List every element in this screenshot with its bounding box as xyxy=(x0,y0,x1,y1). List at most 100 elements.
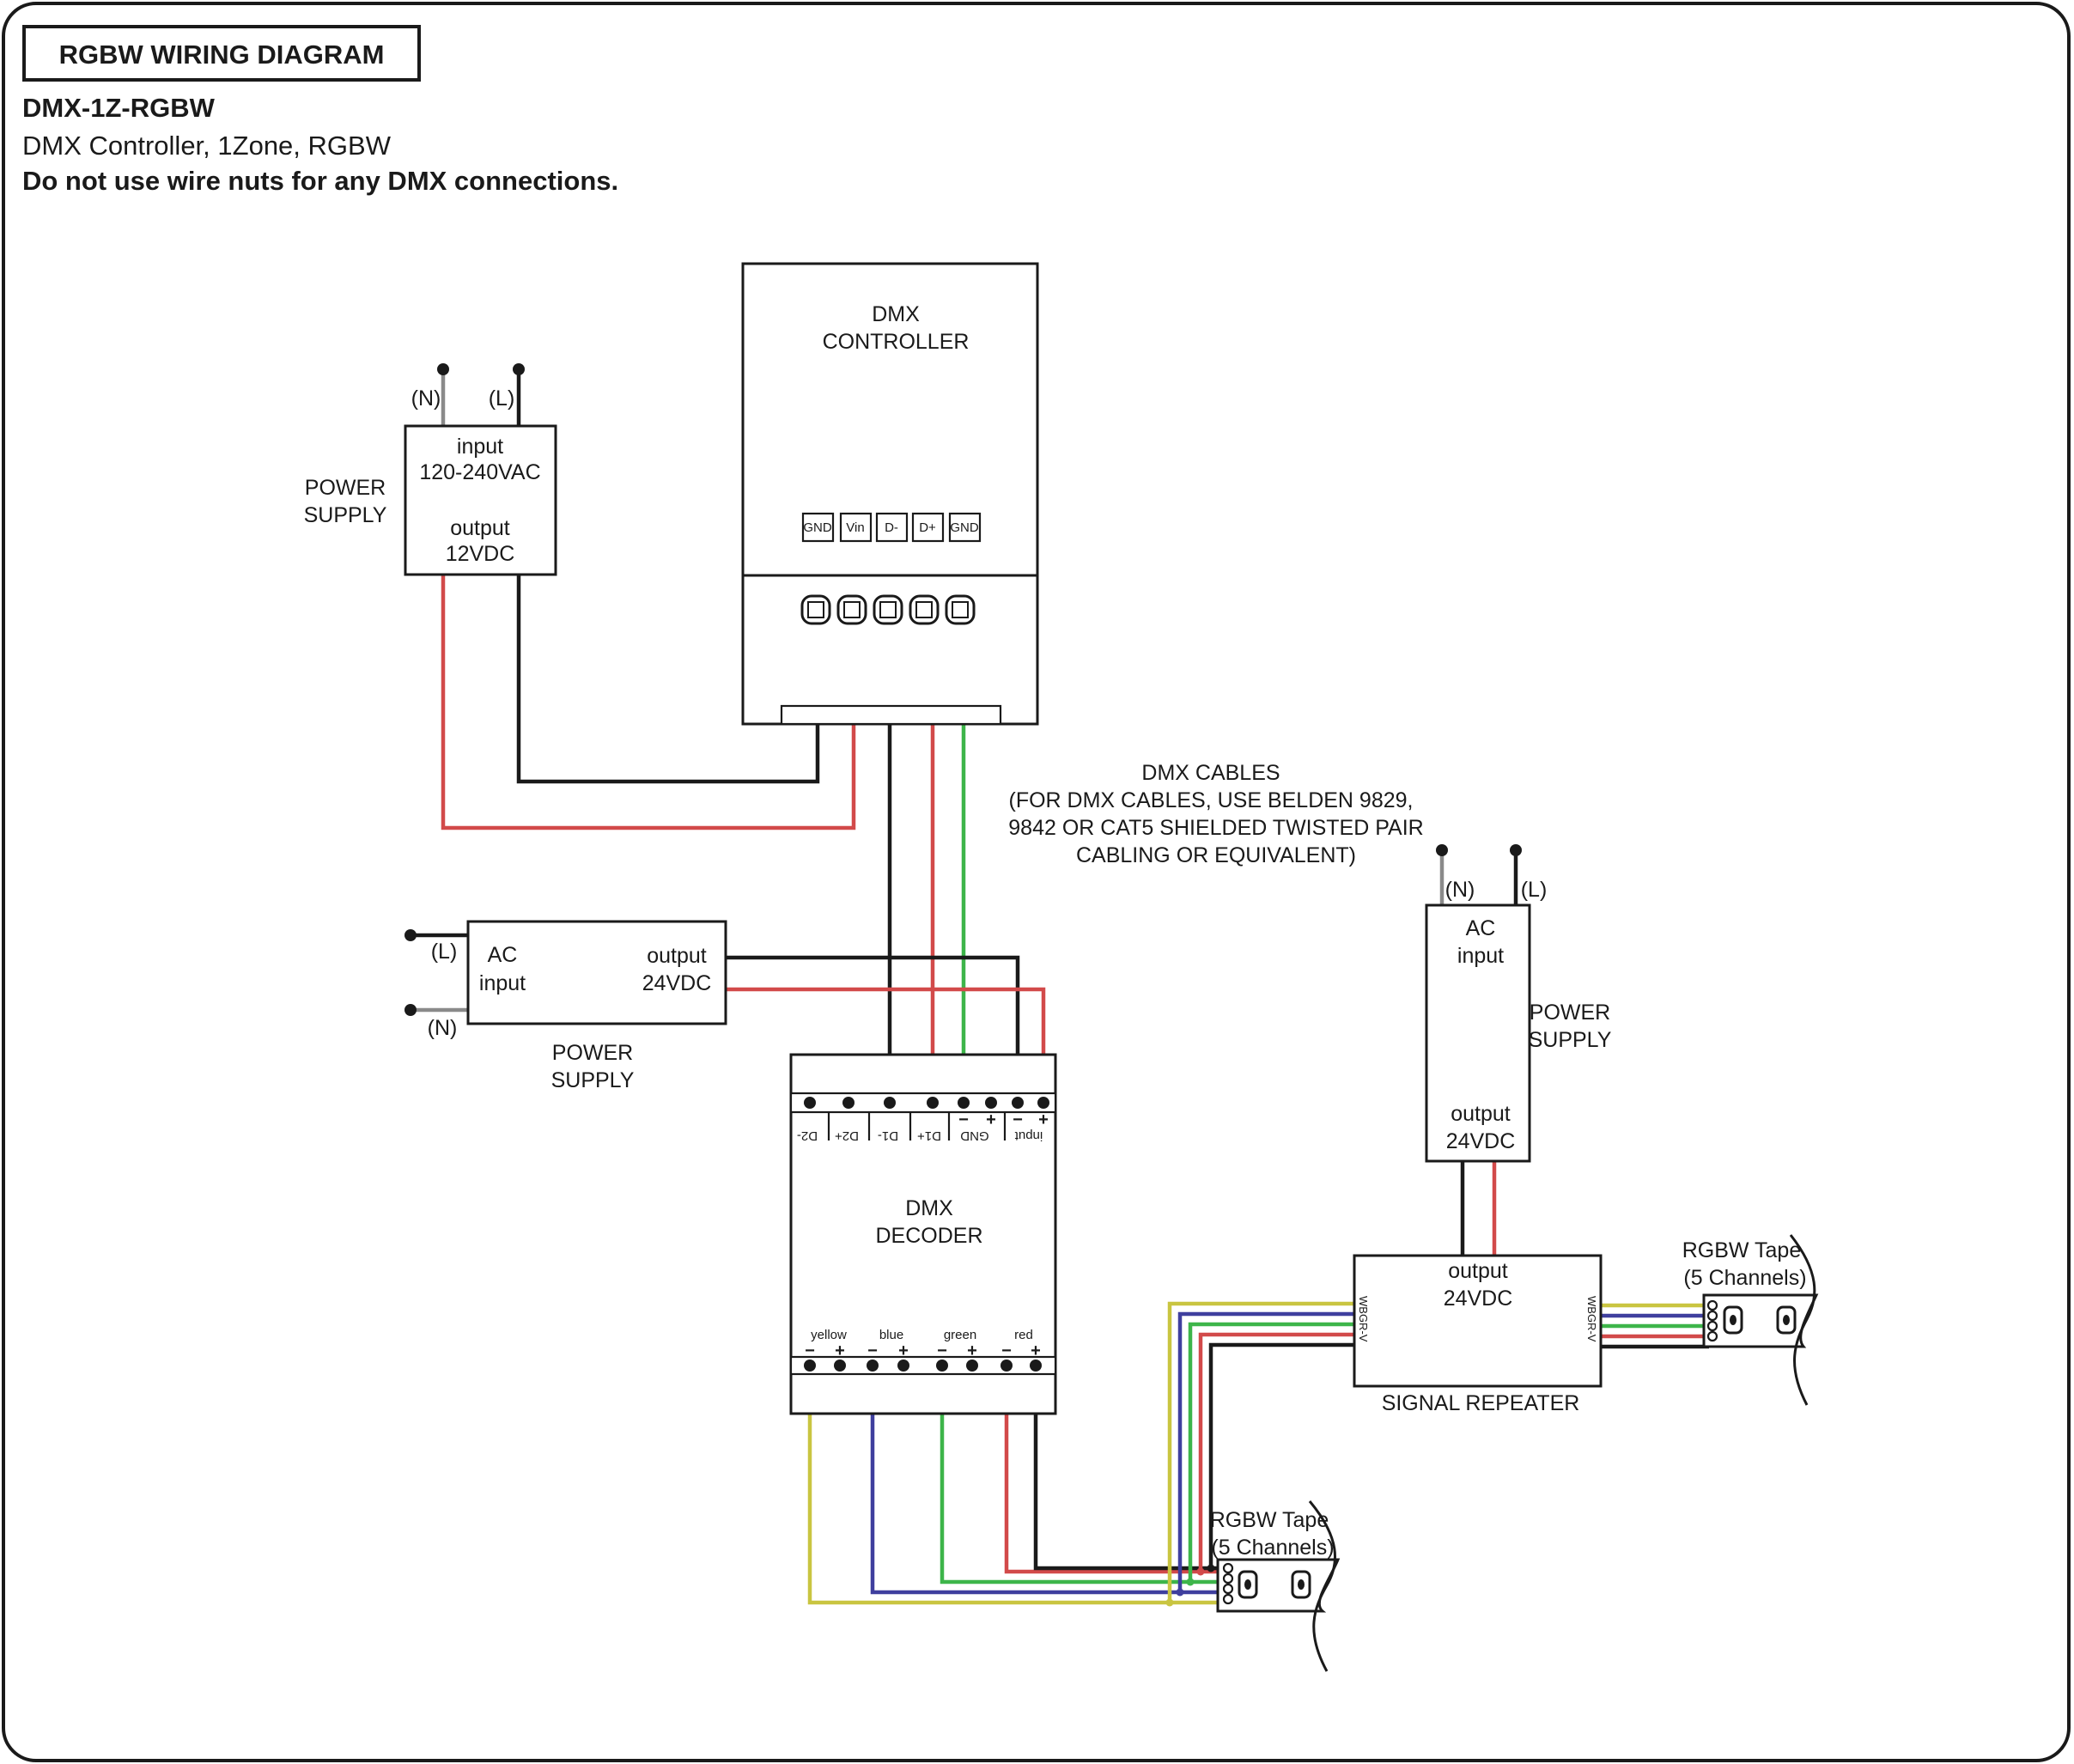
ps1-input-label: input xyxy=(457,435,503,459)
ps1-title-line1: POWER xyxy=(305,476,386,500)
ps1-neutral-label: (N) xyxy=(411,386,441,411)
repeater-in-black-wire xyxy=(1208,1342,1357,1568)
decoder-terminal-label: GND xyxy=(960,1128,989,1143)
repeater-output-line1: output xyxy=(1448,1259,1508,1283)
controller-title-line1: DMX xyxy=(872,302,920,326)
ps3-input-line2: input xyxy=(1457,944,1504,968)
power-supply-24vdc-decoder: (L) (N) AC input output 24VDC POWER SUPP… xyxy=(404,920,727,1092)
decoder-bottom-screws xyxy=(804,1359,1042,1372)
ps2-output-line1: output xyxy=(647,944,707,968)
repeater-input-pins: WBGR-V xyxy=(1357,1296,1370,1342)
decoder-box xyxy=(789,1053,1057,1415)
model-number: DMX-1Z-RGBW xyxy=(22,93,216,123)
ps2-line-terminal xyxy=(404,929,417,941)
ps2-output-line2: 24VDC xyxy=(642,971,712,995)
ps3-output-line1: output xyxy=(1451,1102,1511,1126)
repeater-in-blue-wire xyxy=(1177,1311,1357,1592)
decoder-common-wire xyxy=(1033,1366,1232,1571)
ps2-title-line1: POWER xyxy=(552,1041,633,1065)
controller-terminal-box xyxy=(948,512,982,543)
tape1-break-line xyxy=(1308,1500,1336,1672)
controller-terminal-box xyxy=(911,512,945,543)
decoder-channel-label: green xyxy=(944,1328,976,1342)
tape2-break-line xyxy=(1789,1234,1816,1406)
controller-box xyxy=(741,262,1039,726)
signal-repeater: output 24VDC SIGNAL REPEATER WBGR-V WBGR… xyxy=(1353,1254,1603,1415)
ps2-neutral-terminal xyxy=(404,1004,417,1016)
ps1-output-voltage: 12VDC xyxy=(446,542,515,566)
decoder-bottom-strip xyxy=(789,1355,1057,1376)
repeater-box xyxy=(1353,1254,1603,1388)
ps3-neutral-terminal xyxy=(1436,844,1448,856)
repeater-output-line2: 24VDC xyxy=(1444,1287,1513,1311)
ps2-box xyxy=(466,920,727,1025)
ps2-neutral-label: (N) xyxy=(428,1016,458,1040)
ps3-box xyxy=(1425,903,1531,1163)
power-supply-24vdc-repeater: (N) (L) AC input output 24VDC POWER SUPP… xyxy=(1425,844,1612,1163)
decoder-channel-label: yellow xyxy=(811,1328,847,1342)
decoder-terminal-label: D2- xyxy=(797,1128,818,1143)
repeater-in-green-wire xyxy=(1188,1322,1357,1582)
rgbw-tape-2: RGBW Tape (5 Channels) xyxy=(1682,1234,1819,1406)
wires xyxy=(411,371,1709,1605)
ps3-output-line2: 24VDC xyxy=(1446,1129,1516,1153)
ps2-line-label: (L) xyxy=(431,940,458,964)
tape2-label-line1: RGBW Tape xyxy=(1682,1238,1801,1262)
ps3-line-label: (L) xyxy=(1521,878,1548,902)
tape1-label-line2: (5 Channels) xyxy=(1211,1536,1334,1560)
repeater-in-yellow-wire xyxy=(1167,1301,1357,1603)
model-description: DMX Controller, 1Zone, RGBW xyxy=(22,131,392,161)
ps2-input-line2: input xyxy=(479,971,526,995)
ps1-output-label: output xyxy=(450,516,510,540)
ps3-neutral-label: (N) xyxy=(1445,878,1475,902)
header: RGBW WIRING DIAGRAM DMX-1Z-RGBW DMX Cont… xyxy=(22,25,618,196)
decoder-terminal-label: D1- xyxy=(878,1128,898,1143)
decoder-blue-plus: + xyxy=(898,1341,909,1360)
title-badge-box xyxy=(22,25,421,82)
controller-terminal-box xyxy=(801,512,835,543)
dmx-cables-title: DMX CABLES xyxy=(1141,761,1280,785)
tape1-led xyxy=(1238,1570,1311,1599)
ps1-line-label: (L) xyxy=(489,386,515,411)
decoder-red-minus: − xyxy=(1001,1341,1012,1360)
tape2-label-line2: (5 Channels) xyxy=(1683,1266,1806,1290)
ps1-title-line2: SUPPLY xyxy=(304,503,387,527)
tape1-strip xyxy=(1216,1558,1341,1613)
controller-wire-entry xyxy=(780,704,1002,726)
wire-nut-warning: Do not use wire nuts for any DMX connect… xyxy=(22,166,618,196)
decoder-gnd-minus: − xyxy=(958,1110,969,1129)
ps2-title-line2: SUPPLY xyxy=(551,1068,635,1092)
decoder-yellow-plus: + xyxy=(835,1341,845,1360)
tape2-led xyxy=(1723,1305,1797,1335)
ps2-input-line1: AC xyxy=(488,943,518,967)
ps1-12v-positive-wire xyxy=(441,574,856,830)
decoder-channel-label: blue xyxy=(879,1328,903,1342)
controller-terminal-label: Vin xyxy=(846,520,864,535)
ps1-line-terminal xyxy=(513,363,525,375)
decoder-red-plus: + xyxy=(1031,1341,1041,1360)
decoder-green-plus: + xyxy=(967,1341,977,1360)
title-badge: RGBW WIRING DIAGRAM xyxy=(59,40,385,70)
wire-junctions xyxy=(1165,1564,1215,1607)
decoder-input-minus: − xyxy=(1013,1110,1023,1129)
decoder-blue-wire xyxy=(870,1366,1232,1595)
ps1-input-voltage: 120-240VAC xyxy=(419,460,540,484)
decoder-red-wire xyxy=(1004,1366,1232,1574)
decoder-blue-minus: − xyxy=(867,1341,878,1360)
controller-terminal-box xyxy=(839,512,873,543)
ps1-neutral-terminal xyxy=(437,363,449,375)
tape1-pads xyxy=(1222,1562,1234,1605)
dmx-cables-note: DMX CABLES (FOR DMX CABLES, USE BELDEN 9… xyxy=(1008,761,1423,867)
decoder-title-line2: DECODER xyxy=(875,1224,982,1248)
ps3-line-terminal xyxy=(1510,844,1522,856)
decoder-gnd-plus: + xyxy=(986,1110,996,1129)
tape2-pads xyxy=(1706,1299,1718,1342)
controller-terminal-label: D- xyxy=(885,520,898,535)
decoder-title-line1: DMX xyxy=(905,1196,953,1220)
decoder-input-plus: + xyxy=(1038,1110,1049,1129)
ps3-title-line2: SUPPLY xyxy=(1529,1028,1612,1052)
ps3-title-line1: POWER xyxy=(1530,1001,1610,1025)
decoder-terminal-label: D1+ xyxy=(917,1128,941,1143)
